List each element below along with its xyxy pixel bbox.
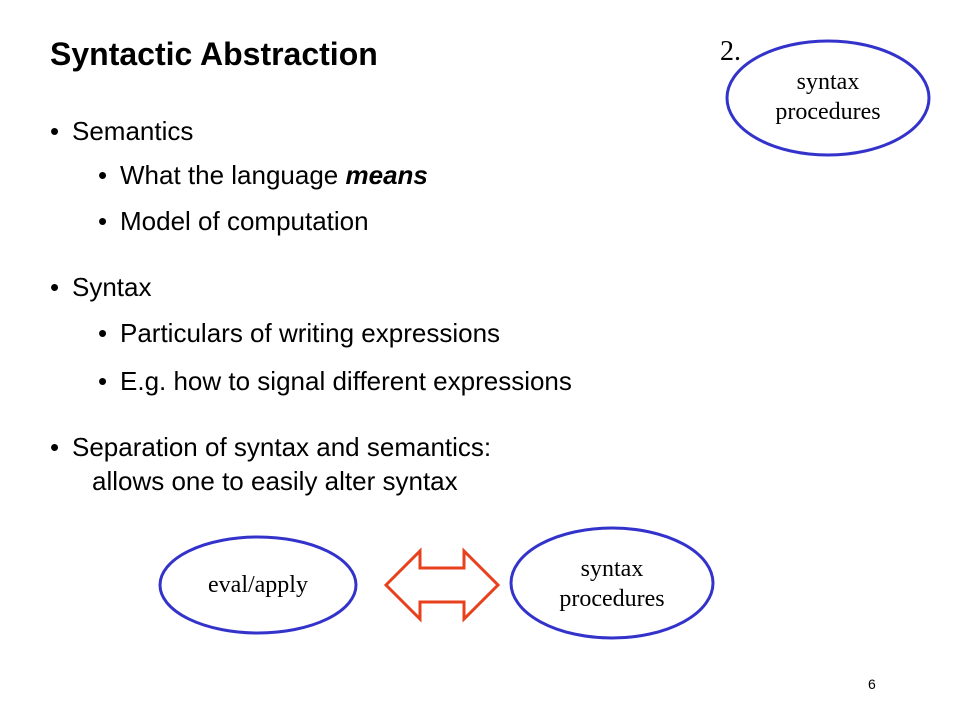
slide-title: Syntactic Abstraction xyxy=(50,36,378,72)
bullet-glyph: • xyxy=(50,272,60,302)
top-ellipse-line2: procedures xyxy=(775,99,881,125)
bullet-text: Semantics xyxy=(72,116,194,146)
bullet-text: Particulars of writing expressions xyxy=(120,318,501,348)
bullet-syntax-particulars: • Particulars of writing expressions xyxy=(98,318,500,348)
bullet-separation-continuation: allows one to easily alter syntax xyxy=(92,466,458,496)
top-ellipse-label: syntax procedures xyxy=(748,67,908,127)
bottom-ellipse-label: syntax procedures xyxy=(532,554,692,614)
top-ellipse-line1: syntax xyxy=(796,69,860,95)
bottom-ellipse-line2: procedures xyxy=(559,586,665,612)
bullet-syntax: • Syntax xyxy=(50,272,152,302)
bullet-glyph: • xyxy=(98,160,108,190)
bullet-text: E.g. how to signal different expressions xyxy=(120,366,572,396)
bullet-text: Model of computation xyxy=(120,206,369,236)
bullet-glyph: • xyxy=(50,432,60,462)
bullet-glyph: • xyxy=(98,366,108,396)
bullet-text: Syntax xyxy=(72,272,152,302)
page-number: 6 xyxy=(868,676,876,692)
bullet-semantics: • Semantics xyxy=(50,116,193,146)
eval-apply-ellipse xyxy=(158,535,358,635)
emphasis-text: means xyxy=(345,160,428,190)
diagram-number-label: 2. xyxy=(720,36,741,67)
eval-apply-label: eval/apply xyxy=(208,572,308,598)
bottom-ellipse-line1: syntax xyxy=(580,556,644,582)
bullet-separation: • Separation of syntax and semantics: xyxy=(50,432,491,462)
bullet-text: Separation of syntax and semantics: xyxy=(72,432,492,462)
bullet-text: What the language xyxy=(120,160,346,190)
bullet-syntax-eg: • E.g. how to signal different expression… xyxy=(98,366,572,396)
bottom-syntax-ellipse xyxy=(509,526,715,640)
bullet-glyph: • xyxy=(98,206,108,236)
bullet-semantics-meaning: • What the language means xyxy=(98,160,428,190)
bullet-glyph: • xyxy=(98,318,108,348)
top-syntax-ellipse xyxy=(725,39,931,157)
bullet-glyph: • xyxy=(50,116,60,146)
double-arrow-icon xyxy=(383,547,501,623)
bullet-semantics-model: • Model of computation xyxy=(98,206,369,236)
